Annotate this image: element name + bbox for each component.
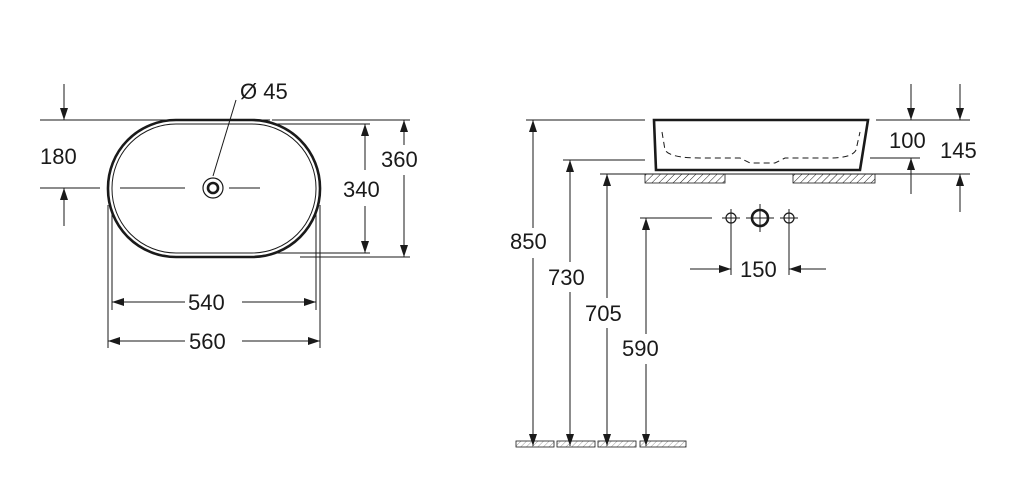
tap-right-symbol bbox=[780, 209, 798, 227]
dim-360-arrow-top bbox=[400, 120, 408, 132]
basin-inner-outline bbox=[111, 123, 317, 254]
drain-leader bbox=[212, 99, 237, 177]
countertop-hatch-left bbox=[644, 173, 726, 184]
dim-150-arrow-right bbox=[789, 265, 801, 273]
dim-705-label: 705 bbox=[585, 301, 622, 326]
dim-340-label: 340 bbox=[343, 177, 380, 202]
dim-180-label: 180 bbox=[40, 144, 77, 169]
top-view: Ø 45 180 340 360 540 bbox=[40, 79, 418, 354]
dim-100-label: 100 bbox=[889, 128, 926, 153]
dim-340-arrow-bottom bbox=[361, 241, 369, 253]
drain-connection-symbol bbox=[746, 204, 774, 232]
dim-100-arrow-bottom bbox=[907, 158, 915, 170]
dim-145-arrow-bottom bbox=[956, 174, 964, 186]
dim-590-arrow-top bbox=[642, 218, 650, 230]
dim-150-arrow-left bbox=[719, 265, 731, 273]
drain-inner-circle bbox=[206, 181, 220, 195]
dim-145-label: 145 bbox=[940, 138, 977, 163]
floor-segment-2 bbox=[556, 440, 596, 448]
dim-730-arrow-bottom bbox=[566, 434, 574, 446]
dim-730-arrow-top bbox=[566, 160, 574, 172]
dim-100-arrow-top bbox=[907, 108, 915, 120]
tap-left-symbol bbox=[722, 209, 740, 227]
floor-segment-3 bbox=[597, 440, 637, 448]
dim-705-arrow-bottom bbox=[603, 434, 611, 446]
floor-segment-1 bbox=[515, 440, 555, 448]
side-view: 850 730 705 590 bbox=[510, 84, 977, 448]
dim-705-arrow-top bbox=[603, 174, 611, 186]
dim-180-arrow-bottom bbox=[60, 188, 68, 200]
floor-segment-4 bbox=[639, 440, 687, 448]
dim-360-label: 360 bbox=[381, 147, 418, 172]
dim-560-arrow-left bbox=[108, 337, 120, 345]
dim-850-arrow-bottom bbox=[529, 434, 537, 446]
dim-540-arrow-right bbox=[304, 298, 316, 306]
dim-540-arrow-left bbox=[112, 298, 124, 306]
dim-150-label: 150 bbox=[740, 257, 777, 282]
dim-540-label: 540 bbox=[188, 290, 225, 315]
dim-360-arrow-bottom bbox=[400, 245, 408, 257]
drain-outer-circle bbox=[202, 177, 224, 199]
dim-590-arrow-bottom bbox=[642, 434, 650, 446]
dim-180-arrow-top bbox=[60, 108, 68, 120]
dim-560-label: 560 bbox=[189, 329, 226, 354]
drain-diameter-label: Ø 45 bbox=[240, 79, 288, 104]
basin-profile bbox=[652, 118, 870, 172]
dim-560-arrow-right bbox=[308, 337, 320, 345]
dim-590-label: 590 bbox=[622, 336, 659, 361]
dim-850-arrow-top bbox=[529, 120, 537, 132]
dim-340-arrow-top bbox=[361, 124, 369, 136]
dim-850-label: 850 bbox=[510, 229, 547, 254]
dim-145-arrow-top bbox=[956, 108, 964, 120]
dim-730-label: 730 bbox=[548, 265, 585, 290]
basin-inner-dashed bbox=[661, 131, 861, 164]
countertop-hatch-right bbox=[792, 173, 876, 184]
